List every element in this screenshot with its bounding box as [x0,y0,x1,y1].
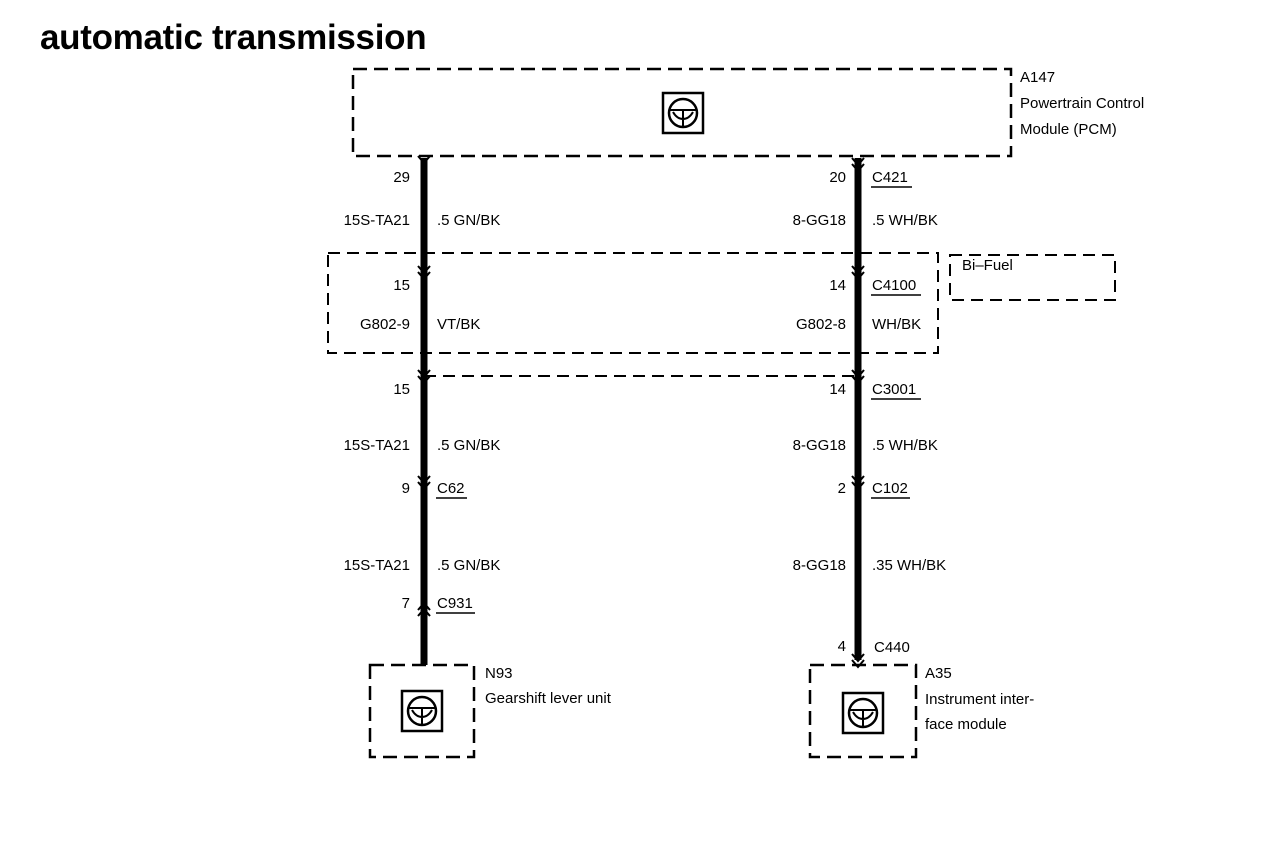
instrument-id: A35 [925,665,952,682]
instrument-module-box [808,663,918,759]
left-connector-marks [417,155,431,617]
right-c4100-label: C4100 [872,277,916,294]
gearshift-module-icon [400,689,444,733]
bifuel-label: Bi–Fuel [962,257,1013,274]
left-pcm-pin: 29 [393,169,410,186]
instrument-name-line1: Instrument inter- [925,691,1034,708]
left-bifuel-wire: VT/BK [437,316,480,333]
right-c421-label: C421 [872,169,908,186]
right-connector-underlines [871,186,921,499]
right-c102-label: C102 [872,480,908,497]
pcm-name-line2: Module (PCM) [1020,121,1117,138]
pcm-name-line1: Powertrain Control [1020,95,1144,112]
diagram-title: automatic transmission [40,18,427,57]
left-seg3-wire: .5 GN/BK [437,437,500,454]
right-bifuel-circuit: G802-8 [796,316,846,333]
bifuel-harness-box [327,252,939,354]
right-c440-pin: 4 [838,638,846,655]
bifuel-label-box [949,254,1116,301]
right-seg3-wire: .5 WH/BK [872,437,938,454]
left-seg3-circuit: 15S-TA21 [344,437,410,454]
left-seg1-wire: .5 GN/BK [437,212,500,229]
instrument-module-icon [841,691,885,735]
left-seg4-wire: .5 GN/BK [437,557,500,574]
pcm-id: A147 [1020,69,1055,86]
pcm-module-box [351,67,1013,158]
instrument-name-line2: face module [925,716,1007,733]
left-c3001-pin: 15 [393,381,410,398]
right-c3001-pin: 14 [829,381,846,398]
right-c102-pin: 2 [838,480,846,497]
left-seg4-circuit: 15S-TA21 [344,557,410,574]
left-seg1-circuit: 15S-TA21 [344,212,410,229]
left-c62-pin: 9 [402,480,410,497]
gearshift-name: Gearshift lever unit [485,690,612,707]
left-bifuel-circuit: G802-9 [360,316,410,333]
left-connector-underlines [436,497,475,614]
right-pcm-pin: 20 [829,169,846,186]
right-seg3-circuit: 8-GG18 [793,437,846,454]
right-c3001-label: C3001 [872,381,916,398]
gearshift-id: N93 [485,665,513,682]
gearshift-module-box [368,663,476,759]
right-seg1-circuit: 8-GG18 [793,212,846,229]
left-c62-label: C62 [437,480,465,497]
left-c931-pin: 7 [402,595,410,612]
left-bifuel-pin: 15 [393,277,410,294]
right-seg4-wire: .35 WH/BK [872,557,946,574]
right-seg4-circuit: 8-GG18 [793,557,846,574]
pcm-module-icon [661,91,705,135]
right-bifuel-wire: WH/BK [872,316,921,333]
right-seg1-wire: .5 WH/BK [872,212,938,229]
right-connector-marks [851,157,865,669]
right-bifuel-pin: 14 [829,277,846,294]
right-c440-label: C440 [874,639,910,656]
left-c931-label: C931 [437,595,473,612]
